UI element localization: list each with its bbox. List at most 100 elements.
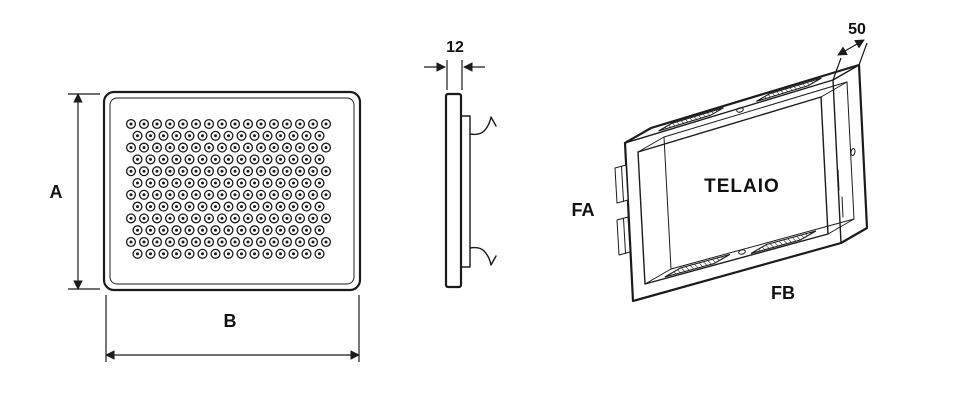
perforation-hole-center bbox=[175, 205, 178, 209]
perforation-hole-center bbox=[175, 228, 178, 232]
perforation-hole-center bbox=[194, 169, 198, 173]
perforation-hole-center bbox=[279, 157, 282, 161]
frame-right-front-edge bbox=[832, 79, 842, 244]
dimension-depth: 50 bbox=[832, 21, 868, 81]
perforation-hole-center bbox=[155, 122, 159, 126]
perforation-hole-center bbox=[272, 122, 276, 126]
perforation-hole-center bbox=[318, 252, 321, 256]
perforation-hole-center bbox=[129, 240, 133, 244]
perforation-hole-center bbox=[279, 205, 282, 209]
perforation-hole-center bbox=[194, 146, 198, 150]
perforation-hole-center bbox=[155, 216, 159, 220]
iso-view: 50 TELAIO FA FB bbox=[571, 21, 869, 303]
perforation-hole-center bbox=[311, 122, 315, 126]
perforation-hole-center bbox=[279, 252, 282, 256]
side-clip-bottom-slot bbox=[623, 218, 626, 254]
perforation-hole-center bbox=[214, 181, 217, 185]
perforation-hole-center bbox=[266, 252, 269, 256]
perforation-hole-center bbox=[285, 193, 289, 197]
perforation-hole-center bbox=[214, 205, 217, 209]
perforation-hole-center bbox=[207, 169, 211, 173]
perforation-hole-center bbox=[142, 193, 146, 197]
perforation-hole-center bbox=[259, 193, 263, 197]
perforation-hole-center bbox=[181, 240, 185, 244]
perforation-hole-center bbox=[259, 240, 263, 244]
perforation-hole-center bbox=[246, 240, 250, 244]
perforation-hole-center bbox=[227, 252, 230, 256]
perforation-hole-center bbox=[298, 193, 302, 197]
perforation-hole-center bbox=[279, 134, 282, 138]
perforation-hole-center bbox=[292, 228, 295, 232]
perforation-hole-center bbox=[318, 228, 321, 232]
perforation-hole-center bbox=[201, 134, 204, 138]
perforation-hole-center bbox=[136, 205, 139, 209]
perforation-hole-center bbox=[149, 157, 152, 161]
perforation-hole-center bbox=[324, 122, 328, 126]
perforation-hole-center bbox=[207, 146, 211, 150]
perforation-hole-center bbox=[266, 134, 269, 138]
perforation-hole-center bbox=[149, 252, 152, 256]
spring-clip-bottom bbox=[469, 246, 497, 266]
perforation-hole-center bbox=[233, 169, 237, 173]
perforation-hole-center bbox=[253, 134, 256, 138]
perforation-hole-center bbox=[259, 122, 263, 126]
dimension-thickness-label: 12 bbox=[446, 39, 464, 56]
perforation-hole-center bbox=[292, 134, 295, 138]
perforation-hole-center bbox=[129, 122, 133, 126]
dimension-width-label: B bbox=[224, 311, 237, 331]
perforation-hole-center bbox=[266, 228, 269, 232]
perforation-hole-center bbox=[201, 181, 204, 185]
front-view: A B bbox=[50, 90, 362, 362]
perforation-hole-center bbox=[266, 157, 269, 161]
perforation-hole-center bbox=[188, 181, 191, 185]
perforation-hole-center bbox=[194, 122, 198, 126]
perforation-hole-center bbox=[129, 146, 133, 150]
frame-top-front-edge bbox=[624, 79, 834, 144]
dimension-depth-label: 50 bbox=[848, 21, 866, 38]
perforation-hole-center bbox=[181, 146, 185, 150]
perforation-hole-center bbox=[318, 157, 321, 161]
perforation-hole-center bbox=[246, 193, 250, 197]
perforation-hole-center bbox=[272, 169, 276, 173]
dimension-thickness: 12 bbox=[424, 39, 485, 90]
perforation-hole-center bbox=[162, 252, 165, 256]
perforation-hole-center bbox=[136, 181, 139, 185]
perforation-hole-center bbox=[162, 134, 165, 138]
perforation-hole-center bbox=[142, 169, 146, 173]
perforation-hole-center bbox=[318, 181, 321, 185]
perforation-hole-center bbox=[272, 193, 276, 197]
perforation-hole-center bbox=[324, 216, 328, 220]
opening-depth-edge bbox=[637, 136, 665, 153]
perforation-hole-center bbox=[129, 216, 133, 220]
perforation-hole-center bbox=[324, 146, 328, 150]
dimension-height: A bbox=[50, 93, 100, 290]
perforation-hole-center bbox=[292, 181, 295, 185]
perforation-hole-center bbox=[272, 216, 276, 220]
perforation-hole-center bbox=[149, 134, 152, 138]
perforation-hole-center bbox=[246, 216, 250, 220]
perforation-hole-center bbox=[201, 252, 204, 256]
perforation-hole-center bbox=[142, 240, 146, 244]
perforation-hole-center bbox=[220, 216, 224, 220]
perforation-hole-center bbox=[253, 228, 256, 232]
perforation-hole-center bbox=[227, 157, 230, 161]
perforation-hole-center bbox=[259, 216, 263, 220]
perforation-hole-center bbox=[136, 252, 139, 256]
perforation-hole-center bbox=[188, 228, 191, 232]
perforation-hole-center bbox=[168, 146, 172, 150]
frame-name-label: TELAIO bbox=[704, 176, 780, 197]
perforation-hole-center bbox=[305, 228, 308, 232]
perforation-hole-center bbox=[201, 228, 204, 232]
perforation-hole-center bbox=[181, 122, 185, 126]
top-face-hole bbox=[736, 107, 744, 113]
perforation-hole-center bbox=[240, 228, 243, 232]
perforation-hole-center bbox=[129, 193, 133, 197]
perforation-hole-center bbox=[168, 169, 172, 173]
perforation-hole-center bbox=[136, 228, 139, 232]
perforation-hole-center bbox=[253, 157, 256, 161]
perforation-hole-center bbox=[324, 169, 328, 173]
perforation-hole-center bbox=[220, 240, 224, 244]
perforation-hole-center bbox=[311, 146, 315, 150]
perforation-hole-center bbox=[305, 134, 308, 138]
